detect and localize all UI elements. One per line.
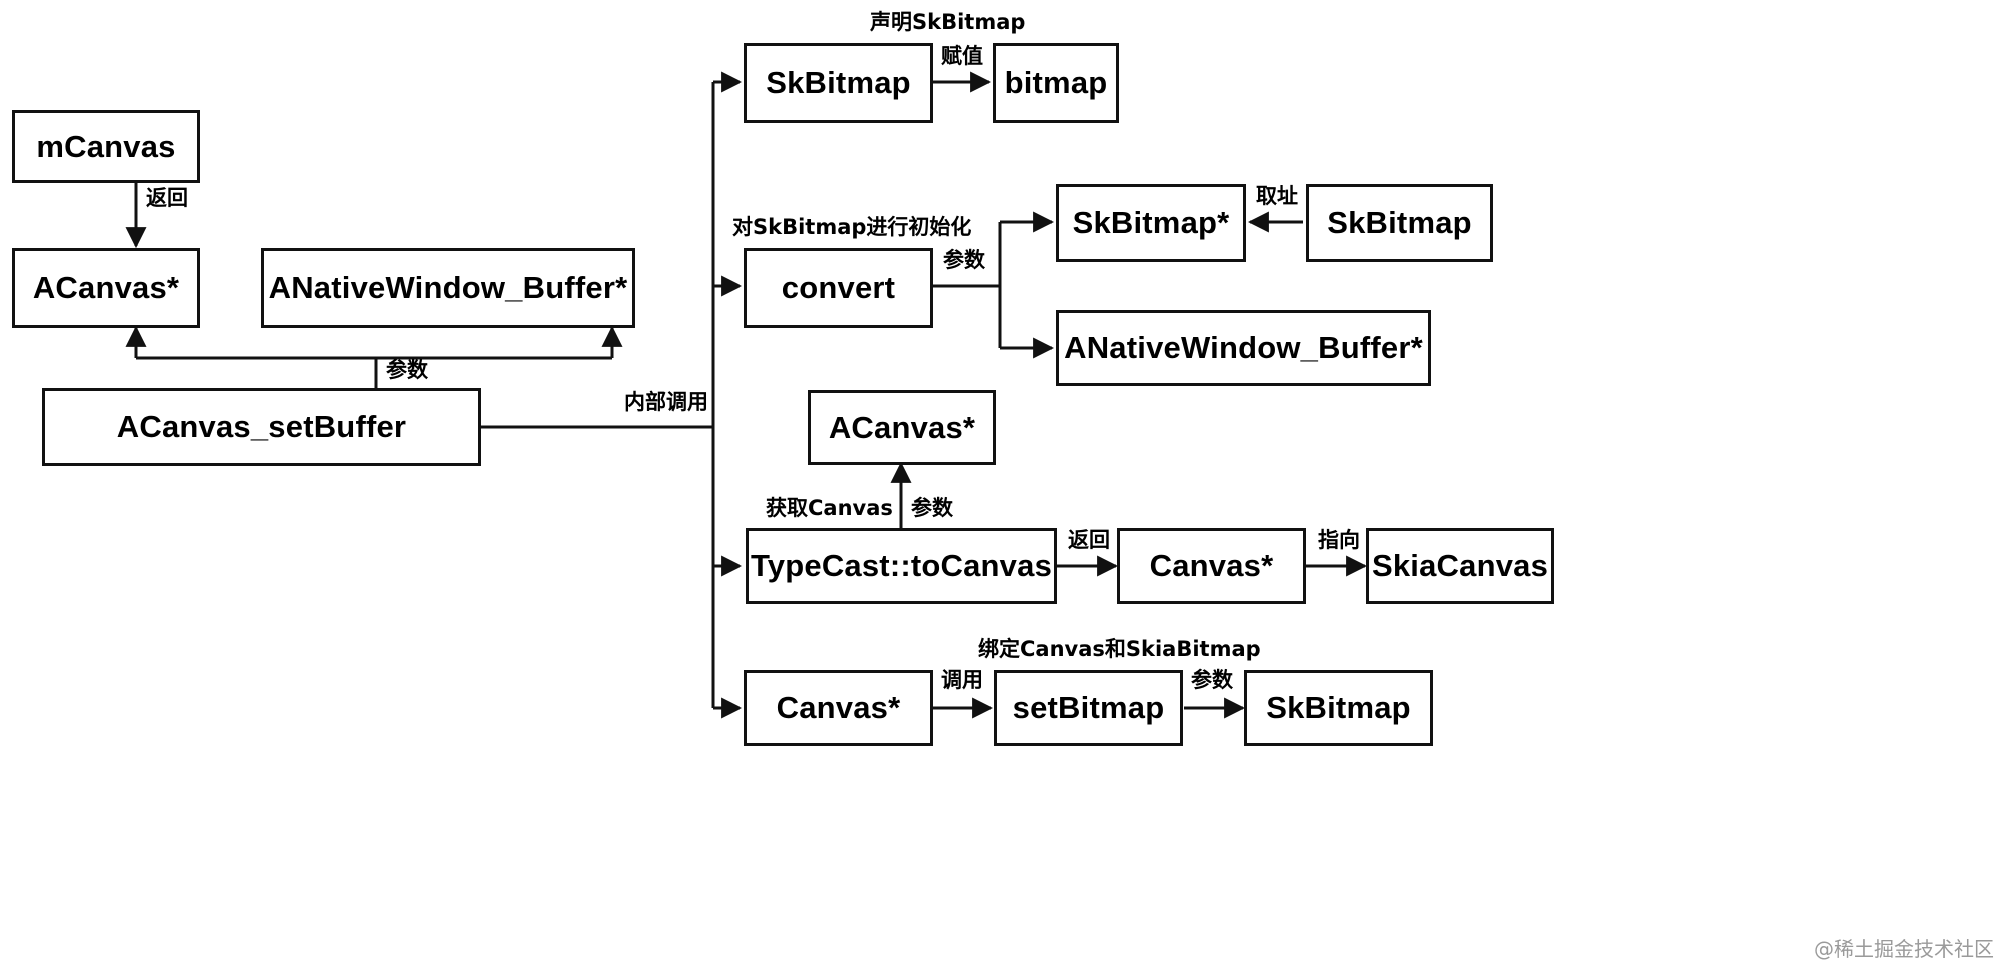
node-setbitmap[interactable]: setBitmap [994, 670, 1183, 746]
node-label: Canvas* [776, 690, 901, 725]
node-label: ACanvas_setBuffer [116, 409, 407, 444]
node-skiacanvas[interactable]: SkiaCanvas [1366, 528, 1554, 604]
node-label: SkBitmap [766, 65, 911, 100]
node-label: ANativeWindow_Buffer* [268, 270, 628, 305]
edge-label-declare-skbitmap: 声明SkBitmap [870, 10, 1026, 34]
node-label: TypeCast::toCanvas [750, 548, 1053, 583]
node-label: convert [781, 270, 896, 305]
node-label: Canvas* [1149, 548, 1274, 583]
node-acanvas-pointer-right[interactable]: ACanvas* [808, 390, 996, 465]
node-skbitmap-pointer[interactable]: SkBitmap* [1056, 184, 1246, 262]
node-convert[interactable]: convert [744, 248, 933, 328]
edge-label-init-skbitmap: 对SkBitmap进行初始化 [732, 215, 972, 239]
node-label: mCanvas [36, 128, 176, 164]
edge-label-bind-canvas-skiabitmap: 绑定Canvas和SkiaBitmap [978, 637, 1261, 661]
node-label: ANativeWindow_Buffer* [1064, 330, 1423, 365]
node-label: SkiaCanvas [1371, 548, 1549, 583]
node-skbitmap-top[interactable]: SkBitmap [744, 43, 933, 123]
node-label: SkBitmap [1266, 690, 1411, 725]
node-canvas-pointer-bottom[interactable]: Canvas* [744, 670, 933, 746]
node-acanvas-setbuffer[interactable]: ACanvas_setBuffer [42, 388, 481, 466]
edge-label-call: 调用 [941, 668, 983, 692]
node-mcanvas[interactable]: mCanvas [12, 110, 200, 183]
edge-label-return-left: 返回 [146, 186, 188, 210]
node-acanvas-pointer-left[interactable]: ACanvas* [12, 248, 200, 328]
node-typecast-tocanvas[interactable]: TypeCast::toCanvas [746, 528, 1057, 604]
edge-label-param-convert: 参数 [943, 248, 985, 272]
edge-label-internal-call: 内部调用 [624, 390, 708, 414]
node-skbitmap-bottom[interactable]: SkBitmap [1244, 670, 1433, 746]
edge-label-address-of: 取址 [1256, 184, 1298, 208]
edge-label-param-setbitmap: 参数 [1191, 668, 1233, 692]
edge-label-param-left: 参数 [386, 358, 428, 382]
node-label: SkBitmap [1327, 205, 1472, 240]
watermark: @稀土掘金技术社区 [1814, 937, 1994, 961]
node-anativewindow-buffer-pointer-right[interactable]: ANativeWindow_Buffer* [1056, 310, 1431, 386]
edge-label-return-canvas: 返回 [1068, 528, 1110, 552]
node-anativewindow-buffer-pointer-left[interactable]: ANativeWindow_Buffer* [261, 248, 635, 328]
edge-label-point-to: 指向 [1318, 528, 1360, 552]
node-label: bitmap [1004, 65, 1108, 100]
node-label: ACanvas* [32, 270, 180, 305]
node-canvas-pointer-middle[interactable]: Canvas* [1117, 528, 1306, 604]
node-skbitmap-right[interactable]: SkBitmap [1306, 184, 1493, 262]
edge-label-assign: 赋值 [941, 44, 983, 68]
node-label: setBitmap [1012, 690, 1165, 725]
edge-label-get-canvas: 获取Canvas [766, 496, 893, 520]
node-bitmap[interactable]: bitmap [993, 43, 1119, 123]
node-label: SkBitmap* [1072, 205, 1230, 240]
edge-label-param-typecast: 参数 [911, 496, 953, 520]
node-label: ACanvas* [828, 409, 976, 445]
